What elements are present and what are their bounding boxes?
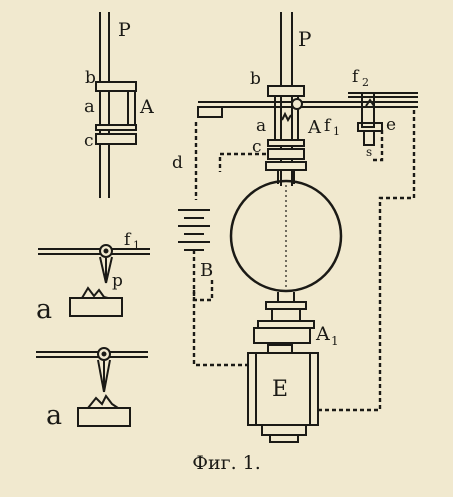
glass-bulb [229,161,343,344]
battery-b [178,209,210,251]
circuit-wires [192,110,416,412]
label-main-e: e [386,115,396,135]
label-main-a1: A [315,323,330,345]
main-rod [267,12,305,186]
figure-caption: Фиг. 1. [192,452,261,474]
main-lever [197,92,418,146]
detail-lever-raised [38,244,150,317]
label-f1-detail: f [124,230,132,250]
label-p: p [112,271,123,291]
label-main-f1: f [324,116,332,136]
label-rod-p: P [118,19,131,41]
label-big-a: A [139,96,154,118]
label-main-f1-sub: 1 [333,125,340,138]
label-main-s: s [366,145,372,159]
detail-lever-contact [36,347,148,427]
label-main-a: a [256,116,266,136]
label-main-big-a: A [307,117,322,138]
label-b: b [85,68,96,88]
label-c: c [84,131,94,151]
label-main-p: P [298,27,311,51]
detail-rod-assembly [95,12,137,198]
label-main-d: d [172,153,183,173]
label-main-f2: f [352,67,360,87]
label-main-e-magnet: E [272,377,288,402]
label-main-f2-sub: 2 [362,76,369,89]
label-a: a [84,96,95,117]
label-main-b-battery: B [200,260,213,281]
electromagnet-e [247,344,319,443]
label-f1-detail-sub: 1 [133,239,140,252]
label-anvil-a2: a [46,400,62,431]
label-anvil-a1: a [36,294,52,325]
label-main-b: b [250,69,261,89]
label-main-a1-sub: 1 [331,334,339,348]
label-main-c: c [252,137,262,157]
